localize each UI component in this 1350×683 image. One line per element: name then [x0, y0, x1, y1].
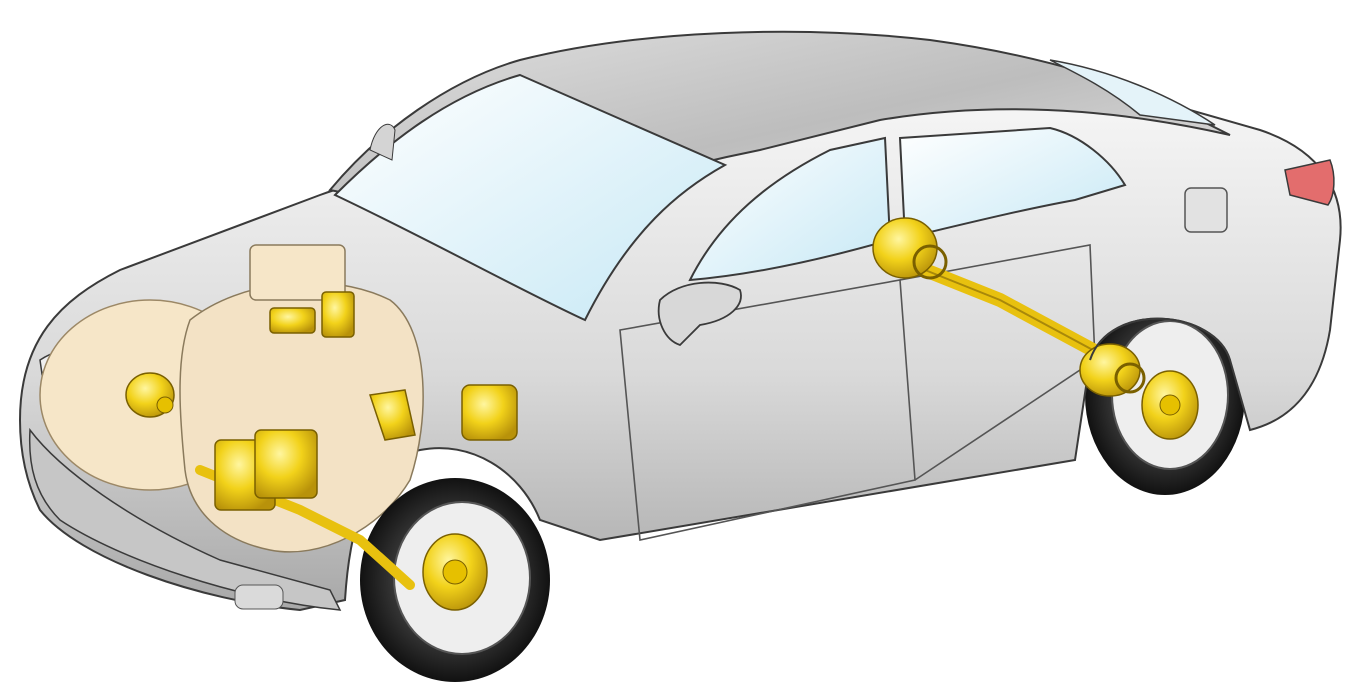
control-module-icon [215, 430, 317, 510]
brake-master-cylinder-icon [126, 373, 174, 417]
abs-actuator-icon [462, 385, 517, 440]
lower-grille-light [235, 585, 283, 609]
front-wheel-hub-icon [423, 534, 487, 610]
fuel-door [1185, 188, 1227, 232]
rear-wheel-hub-icon [1142, 371, 1198, 439]
